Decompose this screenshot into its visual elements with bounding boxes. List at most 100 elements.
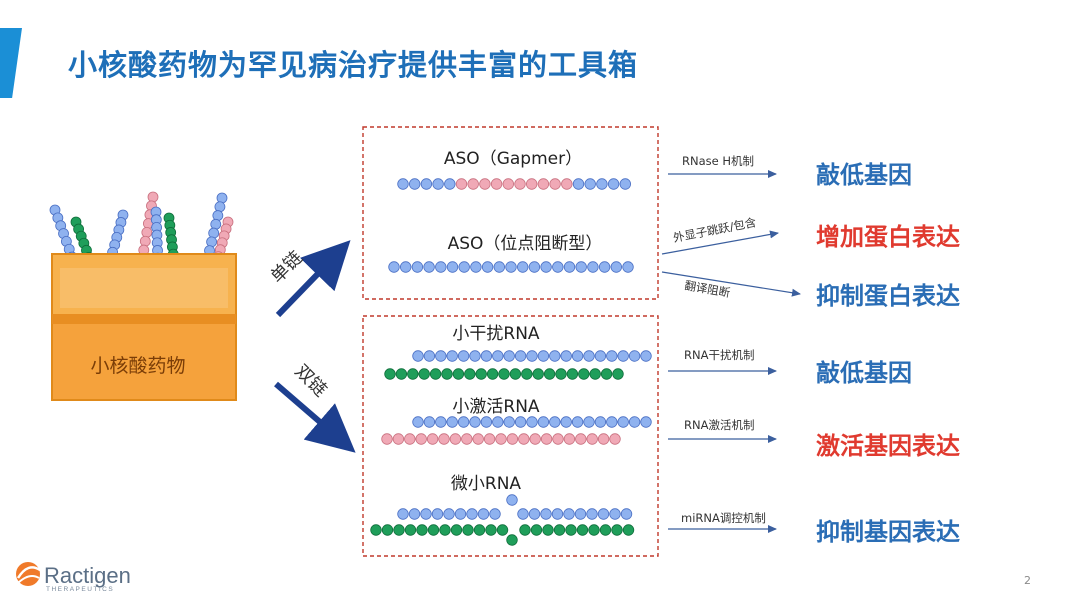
mirna-bead xyxy=(551,508,564,520)
steric-bead xyxy=(622,261,634,273)
strand-bead xyxy=(141,226,153,238)
double-strand-label: 双链 xyxy=(290,361,330,401)
mirna-bead xyxy=(528,508,541,520)
rnase-h-label: RNase H机制 xyxy=(682,154,754,168)
steric-bead xyxy=(481,261,494,273)
sirna-antisense-bead xyxy=(612,368,624,380)
steric-bead xyxy=(458,261,470,273)
gapmer-bead xyxy=(409,178,421,190)
sirna-sense-bead xyxy=(446,350,458,362)
logo-wordmark: Ractigen xyxy=(44,563,131,588)
sarna-antisense-bead xyxy=(438,433,450,445)
steric-bead xyxy=(400,261,412,273)
sarna-antisense-bead xyxy=(415,433,427,445)
mirna-bead xyxy=(397,508,409,520)
gapmer-bead xyxy=(572,178,585,190)
sarna-antisense-bead xyxy=(461,433,473,445)
gapmer-bead xyxy=(514,178,526,190)
mirna-target-bead xyxy=(450,524,463,536)
sirna-sense-bead xyxy=(628,350,641,362)
mirna-target-bead xyxy=(553,524,566,536)
sarna-antisense-bead xyxy=(609,433,621,445)
steric-bead xyxy=(540,261,552,273)
mirna-mech-label: miRNA调控机制 xyxy=(681,511,766,525)
sarna-sense-bead xyxy=(640,416,652,428)
sarna-antisense-bead xyxy=(563,433,576,445)
steric-bead xyxy=(587,261,599,273)
gapmer-bead xyxy=(455,178,468,190)
mirna-bead xyxy=(620,508,633,520)
sarna-sense-bead xyxy=(423,416,436,428)
steric-bead xyxy=(610,261,623,273)
sirna-sense-bead xyxy=(480,350,493,362)
sarna-sense-bead xyxy=(617,416,629,428)
mirna-target-bead xyxy=(404,524,417,536)
sirna-sense-bead xyxy=(537,350,550,362)
strand-bead xyxy=(212,210,224,221)
outcome-inhibit-protein: 抑制蛋白表达 xyxy=(816,282,960,310)
mirna-target-bead xyxy=(542,524,554,536)
gapmer-label: ASO（Gapmer） xyxy=(444,149,582,169)
steric-bead xyxy=(435,261,447,273)
logo-subtitle: THERAPEUTICS xyxy=(46,586,115,593)
sarna-sense-bead xyxy=(446,416,458,428)
mirna-target-bead xyxy=(393,524,405,536)
sirna-antisense-bead xyxy=(521,368,533,380)
mirna-bead xyxy=(540,508,552,520)
sarna-sense-bead xyxy=(606,416,618,428)
sirna-antisense-bead xyxy=(429,368,442,380)
sarna-antisense-bead xyxy=(540,433,553,445)
mirna-bulge-bead xyxy=(506,494,518,506)
sarna-sense-bead xyxy=(469,416,481,428)
sarna-antisense-bead xyxy=(449,433,462,445)
steric-bead xyxy=(388,261,400,273)
gapmer-bead xyxy=(537,178,550,190)
mirna-target-bead xyxy=(416,524,428,536)
sarna-sense-bead xyxy=(549,416,561,428)
double-strand-arrow xyxy=(274,381,356,453)
sarna-sense-bead xyxy=(412,416,424,428)
sirna-sense-bead xyxy=(457,350,470,362)
single-strand-box xyxy=(362,126,659,300)
sarna-sense-bead xyxy=(526,416,538,428)
sarna-sense-bead xyxy=(435,416,447,428)
outcome-knockdown-1: 敲低基因 xyxy=(816,161,912,189)
sirna-sense-bead xyxy=(435,350,447,362)
mirna-bead xyxy=(454,508,467,520)
mirna-target-bead xyxy=(370,524,382,536)
sarna-antisense-bead xyxy=(586,433,598,445)
sirna-sense-bead xyxy=(617,350,629,362)
gapmer-bead xyxy=(432,178,444,190)
sirna-antisense-bead xyxy=(498,368,510,380)
steric-bead xyxy=(446,261,459,273)
strand-bead xyxy=(139,235,151,247)
sirna-sense-bead xyxy=(412,350,424,362)
mirna-target-bead xyxy=(599,524,612,536)
outcome-activate-gene: 激活基因表达 xyxy=(816,432,960,460)
sarna-antisense-bead xyxy=(506,433,519,445)
gapmer-bead xyxy=(549,178,561,190)
sarna-antisense-bead xyxy=(529,433,541,445)
gapmer-bead xyxy=(397,178,409,190)
strand-bead xyxy=(216,192,228,204)
slide-title: 小核酸药物为罕见病治疗提供丰富的工具箱 xyxy=(68,48,639,82)
mirna-bead xyxy=(477,508,490,520)
sirna-sense-bead xyxy=(606,350,618,362)
sirna-antisense-bead xyxy=(441,368,453,380)
ractigen-logo-icon xyxy=(16,562,41,586)
mirna-bead xyxy=(517,508,529,520)
sarna-antisense-bead xyxy=(404,433,416,445)
sirna-antisense-bead xyxy=(600,368,613,380)
drug-box-label: 小核酸药物 xyxy=(90,355,185,377)
sarna-label: 小激活RNA xyxy=(452,397,540,417)
strand-bead xyxy=(210,218,222,230)
sarna-sense-bead xyxy=(514,416,527,428)
mirna-target-bead xyxy=(439,524,451,536)
sarna-sense-bead xyxy=(480,416,493,428)
mirna-bead xyxy=(609,508,621,520)
sirna-antisense-bead xyxy=(589,368,601,380)
sarna-sense-bead xyxy=(628,416,641,428)
mirna-target-bulge-bead xyxy=(506,534,518,546)
strand-bead xyxy=(208,227,220,239)
